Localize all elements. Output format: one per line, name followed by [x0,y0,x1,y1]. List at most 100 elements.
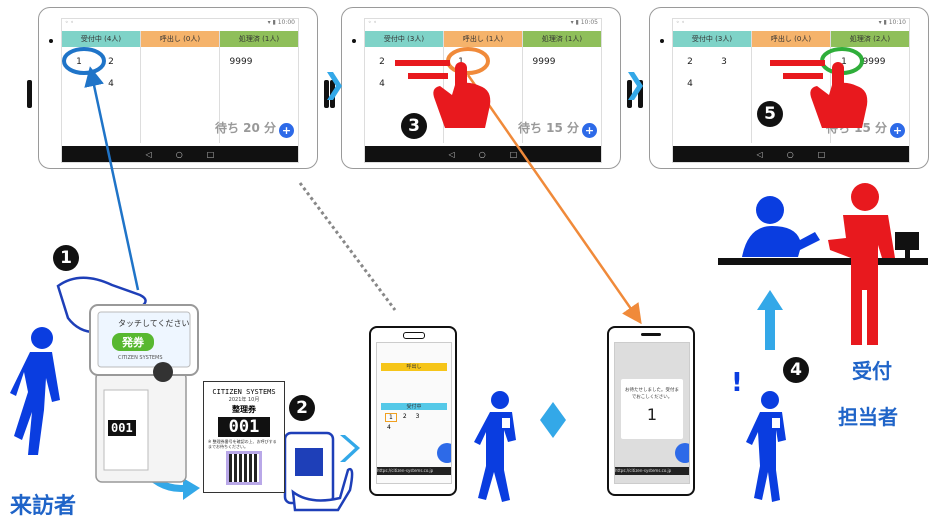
nav-bar: ◁ ○ □ [62,146,298,162]
column-done: 処理済 (1人) 9999 [220,31,298,143]
chevron-right-icon [340,435,360,462]
ticket-brand: CITIZEN SYSTEMS [212,388,276,396]
ticket-number[interactable]: 1 [458,57,464,67]
queue-number[interactable]: 2 [402,413,407,420]
chevron-right-icon [628,72,643,100]
url-bar[interactable]: https://citizen-systems.co.jp [377,467,451,475]
status-bar: ◦ ◦▾ ▮ 10:00 [65,19,295,26]
flow-arrow [466,74,642,325]
visitor-person-icon [10,327,60,455]
column-done: 処理済 (2人) 1 9999 [831,31,909,143]
ticket-number[interactable]: 9999 [862,57,886,67]
ticket-note: ※ 整理券番号を確認の上、お呼びするまでお待ちください。 [208,439,277,449]
column-called: 呼出し (1人) 1 [444,31,523,143]
tablet-screen: ◦ ◦▾ ▮ 10:05 受付中 (3人) 2 4 呼出し (1人) 1 処理済… [364,18,602,163]
alert-mark: ! [731,368,743,398]
recents-icon[interactable]: □ [817,149,826,159]
wait-time: 待ち 15 分 [517,121,579,135]
ticket-number[interactable]: 1 [76,57,82,67]
tap-motion-line [770,60,825,66]
queue-number[interactable]: 4 [387,424,391,431]
column-called: 呼出し (0人) [141,31,220,143]
tap-motion-line [783,73,823,79]
ticket-number[interactable]: 3 [721,57,727,67]
highlight-ellipse [62,47,106,75]
home-icon[interactable]: ○ [786,149,794,159]
status-bar: ◦ ◦▾ ▮ 10:10 [676,19,906,26]
ticket-date: 2021年 10月 [228,397,260,403]
called-bar: 呼出し [381,363,447,371]
column-waiting: 受付中 (3人) 2 4 [365,31,444,143]
step-badge-5: 5 [757,101,783,127]
ticket-number[interactable]: 2 [687,57,693,67]
ticket-number[interactable]: 2 [379,57,385,67]
issue-ticket-button[interactable]: 発券 [112,333,154,351]
side-bar [627,80,632,108]
walking-person-icon [474,391,516,502]
recents-icon[interactable]: □ [206,149,215,159]
ticket-title: 整理券 [232,405,256,414]
column-done: 処理済 (1人) 9999 [523,31,601,143]
up-arrow-icon [757,290,783,350]
add-button[interactable]: + [582,123,597,138]
nav-bar: ◁ ○ □ [365,146,601,162]
column-header: 呼出し (0人) [141,31,219,47]
side-bar [638,80,643,108]
called-number: 1 [646,405,658,424]
column-header: 呼出し (1人) [444,31,522,47]
flow-arrow [183,478,200,500]
tap-motion-line [395,60,450,66]
visitor-label: 来訪者 [10,494,77,519]
add-button[interactable]: + [279,123,294,138]
back-icon[interactable]: ◁ [756,149,763,159]
ticket-number[interactable]: 4 [379,79,385,89]
camera-dot [49,39,53,43]
ticket-number[interactable]: 9999 [532,57,556,67]
back-icon[interactable]: ◁ [448,149,455,159]
column-header: 処理済 (1人) [220,31,298,47]
home-icon[interactable]: ○ [175,149,183,159]
column-header: 呼出し (0人) [752,31,830,47]
flow-arrow [84,66,140,291]
ticket-number[interactable]: 2 [108,57,114,67]
ticket-number[interactable]: 4 [687,79,693,89]
home-icon[interactable]: ○ [478,149,486,159]
kiosk-screen-text: タッチしてください [118,319,190,328]
camera-dot [352,39,356,43]
queue-ticket: CITIZEN SYSTEMS 2021年 10月 整理券 001 ※ 整理券番… [203,381,285,493]
qr-code-icon [226,451,262,485]
ticket-number[interactable]: 9999 [229,57,253,67]
queue-number[interactable]: 3 [415,413,420,420]
pointing-hand-icon [810,62,868,128]
diamond-arrow-icon [540,402,566,438]
column-waiting: 受付中 (4人) 1 2 4 [62,31,141,143]
phone-hand-icon [283,431,354,512]
ticket-number: 001 [218,417,270,437]
call-dialog: お待たせしました。受付までおこしください。 1 [621,379,683,439]
side-bar [27,80,32,108]
phone-screen: 呼出し 受付中 1 2 3 4 https://citizen-systems.… [376,342,452,484]
url-bar[interactable]: https://citizen-systems.co.jp [615,467,689,475]
ticket-number[interactable]: 1 [841,57,847,67]
add-button[interactable]: + [890,123,905,138]
call-message: お待たせしました。受付までおこしください。 [625,388,679,400]
ticket-number[interactable]: 4 [108,79,114,89]
smartphone-queue-view: 呼出し 受付中 1 2 3 4 https://citizen-systems.… [369,326,457,496]
action-button[interactable] [437,443,451,463]
back-icon[interactable]: ◁ [145,149,152,159]
status-bar: ◦ ◦▾ ▮ 10:05 [368,19,598,26]
dotted-connector [298,182,397,311]
highlight-ellipse [446,47,490,75]
queue-number[interactable]: 1 [385,413,397,422]
tablet-screen: ◦ ◦▾ ▮ 10:10 受付中 (3人) 2 3 4 呼出し (0人) 処理済… [672,18,910,163]
column-header: 処理済 (1人) [523,31,601,47]
reception-label: 受付 [852,359,892,383]
action-button[interactable] [675,443,689,463]
step-badge-3: 3 [401,113,427,139]
recents-icon[interactable]: □ [509,149,518,159]
reception-counter [718,232,928,265]
tablet-screen: ◦ ◦▾ ▮ 10:00 受付中 (4人) 1 2 4 呼出し (0人) 処理済… [61,18,299,163]
tablet-1: ◦ ◦▾ ▮ 10:00 受付中 (4人) 1 2 4 呼出し (0人) 処理済… [27,7,329,169]
wait-time: 待ち 20 分 [214,121,276,135]
